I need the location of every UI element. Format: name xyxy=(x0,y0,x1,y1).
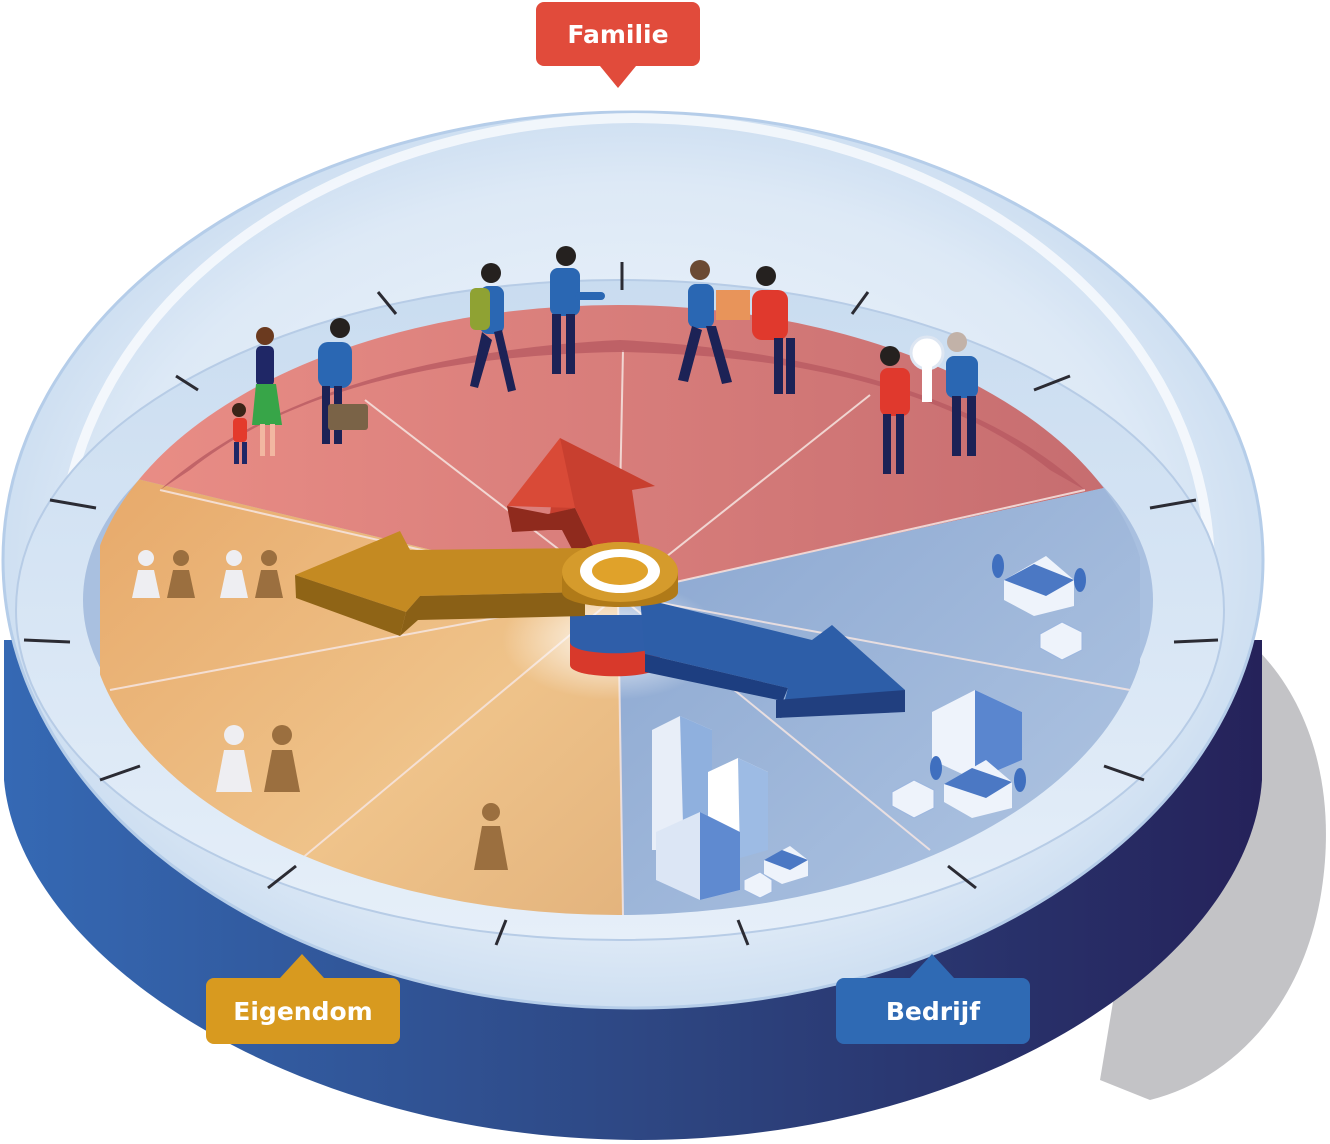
svg-text:Eigendom: Eigendom xyxy=(233,997,372,1026)
building-icon xyxy=(652,690,1022,900)
house-icon xyxy=(764,554,1086,884)
dome-highlight xyxy=(55,112,1215,561)
key-handover-icon xyxy=(880,332,978,474)
dial-ticks xyxy=(23,262,1219,946)
van-icon xyxy=(743,621,1083,899)
svg-text:Familie: Familie xyxy=(567,20,668,49)
center-hub xyxy=(570,615,660,677)
pawn-icon xyxy=(132,550,508,870)
label-familie: Familie xyxy=(536,2,700,88)
svg-text:Bedrijf: Bedrijf xyxy=(886,997,981,1026)
box-handover-icon xyxy=(678,260,795,394)
bedrijf-arrow xyxy=(640,598,905,718)
label-bedrijf: Bedrijf xyxy=(836,954,1030,1044)
label-eigendom: Eigendom xyxy=(206,954,400,1044)
eigendom-arrow xyxy=(295,531,678,636)
familie-arrow xyxy=(507,438,655,576)
family-figures-icon xyxy=(232,246,605,464)
sector-wall xyxy=(160,340,1085,490)
